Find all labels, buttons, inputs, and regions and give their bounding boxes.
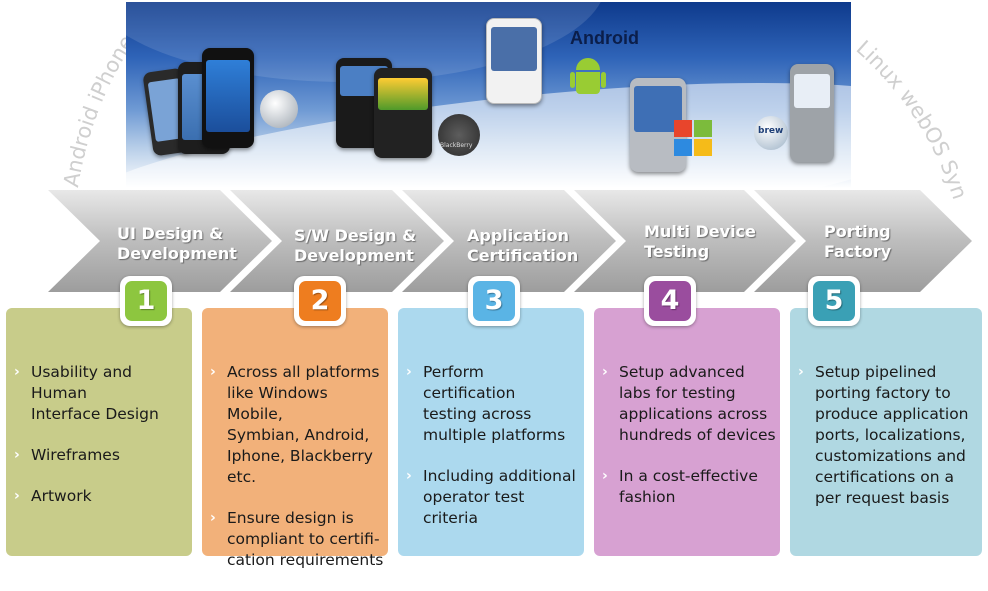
list-item: ›Wireframes xyxy=(14,446,120,464)
chevron-step-4 xyxy=(574,190,796,292)
brew-logo-text: brew xyxy=(758,126,784,136)
step-2-title: S/W Design & Development xyxy=(294,226,417,265)
android-robot-icon xyxy=(570,58,606,100)
brew-logo-icon: brew xyxy=(754,116,788,150)
step-2-number-badge: 2 xyxy=(294,276,346,326)
chevron-step-1 xyxy=(48,190,272,292)
brew-phone-device xyxy=(790,64,834,162)
step-4-bullet-list: ›Setup advanced labs for testing applica… xyxy=(602,362,776,528)
bullet-chevron-icon: › xyxy=(406,468,412,484)
step-4-title: Multi Device Testing xyxy=(644,222,756,261)
step-5-card: ›Setup pipelined porting factory to prod… xyxy=(790,308,982,556)
step-5-bullet-list: ›Setup pipelined porting factory to prod… xyxy=(798,362,978,529)
devices-banner: BlackBerry Android brew xyxy=(126,2,851,188)
windows-logo-icon xyxy=(674,120,714,158)
bullet-chevron-icon: › xyxy=(602,364,608,380)
step-3-card: ›Perform certification testing across mu… xyxy=(398,308,584,556)
step-1-bullet-list: ›Usability and Human Interface Design ›W… xyxy=(14,362,188,527)
step-3-title: Application Certification xyxy=(467,226,579,265)
android-title: Android xyxy=(570,28,639,48)
chevron-step-2 xyxy=(230,190,444,292)
bullet-chevron-icon: › xyxy=(210,510,216,526)
bullet-chevron-icon: › xyxy=(406,364,412,380)
step-1-title: UI Design & Development xyxy=(117,224,237,263)
step-2-bullet-list: ›Across all platforms like Windows Mobil… xyxy=(210,362,384,591)
blackberry-logo-text: BlackBerry xyxy=(440,142,473,149)
list-item: ›Setup advanced labs for testing applica… xyxy=(602,363,776,444)
step-4-card: ›Setup advanced labs for testing applica… xyxy=(594,308,780,556)
blackberry-bold-device xyxy=(374,68,432,158)
step-5-number-badge: 5 xyxy=(808,276,860,326)
step-4-number-badge: 4 xyxy=(644,276,696,326)
blackberry-logo-icon: BlackBerry xyxy=(438,114,480,156)
bullet-chevron-icon: › xyxy=(14,488,20,504)
list-item: ›Including additional operator test crit… xyxy=(406,467,576,527)
list-item: ›Ensure design is compliant to certifi- … xyxy=(210,509,384,569)
bullet-chevron-icon: › xyxy=(210,364,216,380)
step-2-card: ›Across all platforms like Windows Mobil… xyxy=(202,308,388,569)
chevron-step-5 xyxy=(754,190,972,292)
step-3-bullet-list: ›Perform certification testing across mu… xyxy=(406,362,580,549)
step-3-number-badge: 3 xyxy=(468,276,520,326)
step-1-card: ›Usability and Human Interface Design ›W… xyxy=(6,308,192,556)
list-item: ›Artwork xyxy=(14,487,92,505)
bullet-chevron-icon: › xyxy=(14,364,20,380)
apple-logo-icon xyxy=(260,90,298,128)
list-item: ›Setup pipelined porting factory to prod… xyxy=(798,363,969,507)
step-5-title: Porting Factory xyxy=(824,222,892,261)
iphone-device-2 xyxy=(202,48,254,148)
bullet-chevron-icon: › xyxy=(798,364,804,380)
chevron-step-3 xyxy=(402,190,616,292)
android-phone-device xyxy=(486,18,542,104)
bullet-chevron-icon: › xyxy=(14,447,20,463)
list-item: ›Perform certification testing across mu… xyxy=(406,363,566,444)
step-1-number-badge: 1 xyxy=(120,276,172,326)
list-item: ›Usability and Human Interface Design xyxy=(14,363,159,423)
bullet-chevron-icon: › xyxy=(602,468,608,484)
process-chevrons xyxy=(48,190,972,292)
list-item: ›In a cost-effective fashion xyxy=(602,467,758,506)
list-item: ›Across all platforms like Windows Mobil… xyxy=(210,363,380,486)
